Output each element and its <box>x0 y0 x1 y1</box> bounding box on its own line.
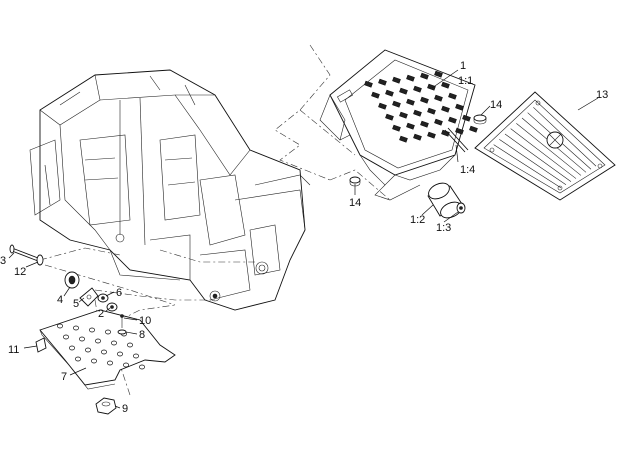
tray-hole <box>392 100 401 108</box>
plate-hole <box>57 323 63 329</box>
washer-part-8 <box>117 329 127 335</box>
callout-2: 2 <box>98 308 104 320</box>
tray-hole <box>455 103 464 111</box>
plate-hole <box>75 356 81 362</box>
plate-hole <box>91 358 97 364</box>
tray-hole <box>392 124 401 132</box>
chassis-frame <box>29 69 311 311</box>
plate-hole <box>79 336 85 342</box>
tray-hole <box>455 127 464 135</box>
callout-1-1: 1:1 <box>458 75 473 87</box>
guide-lines <box>39 44 391 396</box>
nut-part-1-3 <box>456 202 466 214</box>
clip-part-11 <box>35 337 47 353</box>
tray-hole <box>462 114 471 122</box>
plate-hole <box>89 327 95 333</box>
callout-5: 5 <box>73 298 79 310</box>
tray-hole <box>434 94 443 102</box>
tray-hole <box>420 120 429 128</box>
tray-holes <box>364 70 478 143</box>
tray-hole <box>385 89 394 97</box>
tray-hole <box>406 74 415 82</box>
washer-part-12 <box>36 254 44 266</box>
plate-hole <box>139 364 145 370</box>
plate-hole <box>73 325 79 331</box>
callout-1: 1 <box>460 60 466 72</box>
tray-hole <box>406 98 415 106</box>
callout-1-2: 1:2 <box>410 214 425 226</box>
callout-9: 9 <box>122 403 128 415</box>
plate-hole <box>107 360 113 366</box>
tray-hole <box>399 111 408 119</box>
tray-hole <box>399 135 408 143</box>
tray-hole <box>378 102 387 110</box>
tray-hole <box>427 83 436 91</box>
leader-lines <box>8 69 599 409</box>
washer-part-14-lower <box>349 176 361 187</box>
screw-part-10 <box>120 314 124 328</box>
callout-14-upper: 14 <box>490 99 502 111</box>
tray-hole <box>378 78 387 86</box>
rubber-mat-part-13 <box>474 91 616 201</box>
callout-14-lower: 14 <box>349 197 361 209</box>
roller-part-1-2 <box>427 182 463 219</box>
tray-hole <box>399 87 408 95</box>
callout-6: 6 <box>116 287 122 299</box>
callout-7: 7 <box>61 371 67 383</box>
pin-part-1-4 <box>444 127 469 153</box>
tray-hole <box>427 131 436 139</box>
callout-1-4: 1:4 <box>460 164 475 176</box>
plate-hole <box>117 351 123 357</box>
bushing-part-4 <box>64 271 80 289</box>
bolt-part-3 <box>9 244 39 262</box>
tray-hole <box>420 72 429 80</box>
tray-hole <box>427 107 436 115</box>
bracket-part-5 <box>79 287 99 307</box>
tray-hole <box>413 133 422 141</box>
tray-hole <box>448 116 457 124</box>
tray-hole <box>434 118 443 126</box>
tray-hole <box>448 92 457 100</box>
plate-hole <box>133 353 139 359</box>
tray-hole <box>441 105 450 113</box>
washer-part-14-upper <box>473 114 487 125</box>
nut-part-6 <box>97 293 109 303</box>
plate-hole <box>69 345 75 351</box>
callout-10: 10 <box>139 315 151 327</box>
tray-hole <box>441 81 450 89</box>
callout-11: 11 <box>8 344 19 356</box>
plate-hole <box>111 340 117 346</box>
callout-3: 3 <box>0 255 6 267</box>
plate-hole <box>127 342 133 348</box>
tray-hole <box>385 113 394 121</box>
plate-hole <box>63 334 69 340</box>
tray-hole <box>434 70 443 78</box>
step-tray-part-1 <box>319 49 476 201</box>
callout-13: 13 <box>596 89 608 101</box>
callout-4: 4 <box>57 294 63 306</box>
tray-hole <box>413 109 422 117</box>
callout-8: 8 <box>139 329 145 341</box>
tray-hole <box>469 125 478 133</box>
tray-hole <box>413 85 422 93</box>
plate-hole <box>101 349 107 355</box>
tray-hole <box>406 122 415 130</box>
plate-hole <box>95 338 101 344</box>
tray-hole <box>371 91 380 99</box>
tray-hole <box>420 96 429 104</box>
nut-part-2 <box>106 302 118 312</box>
callout-1-3: 1:3 <box>436 222 451 234</box>
callout-12: 12 <box>14 266 26 278</box>
knob-nut-part-9 <box>95 397 117 415</box>
tray-hole <box>392 76 401 84</box>
plate-hole <box>85 347 91 353</box>
plate-hole <box>105 329 111 335</box>
plate-hole <box>123 362 129 368</box>
tray-hole <box>364 80 373 88</box>
